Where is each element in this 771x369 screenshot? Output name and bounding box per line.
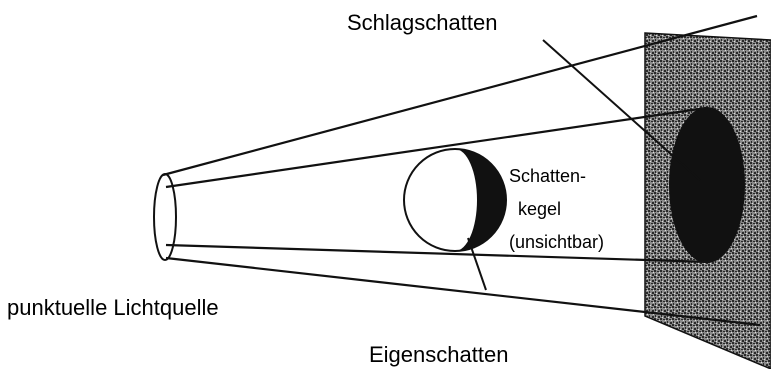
self-shadow-label: Eigenschatten: [369, 344, 508, 366]
light-source-label: punktuelle Lichtquelle: [7, 297, 219, 319]
shadow-cone-label-line2: kegel: [518, 197, 561, 222]
shadow-cone-label-line1: Schatten-: [509, 164, 586, 189]
cast-shadow-label: Schlagschatten: [347, 12, 497, 34]
cast-shadow-ellipse: [669, 107, 745, 263]
shadow-cone-label-line3: (unsichtbar): [509, 230, 604, 255]
